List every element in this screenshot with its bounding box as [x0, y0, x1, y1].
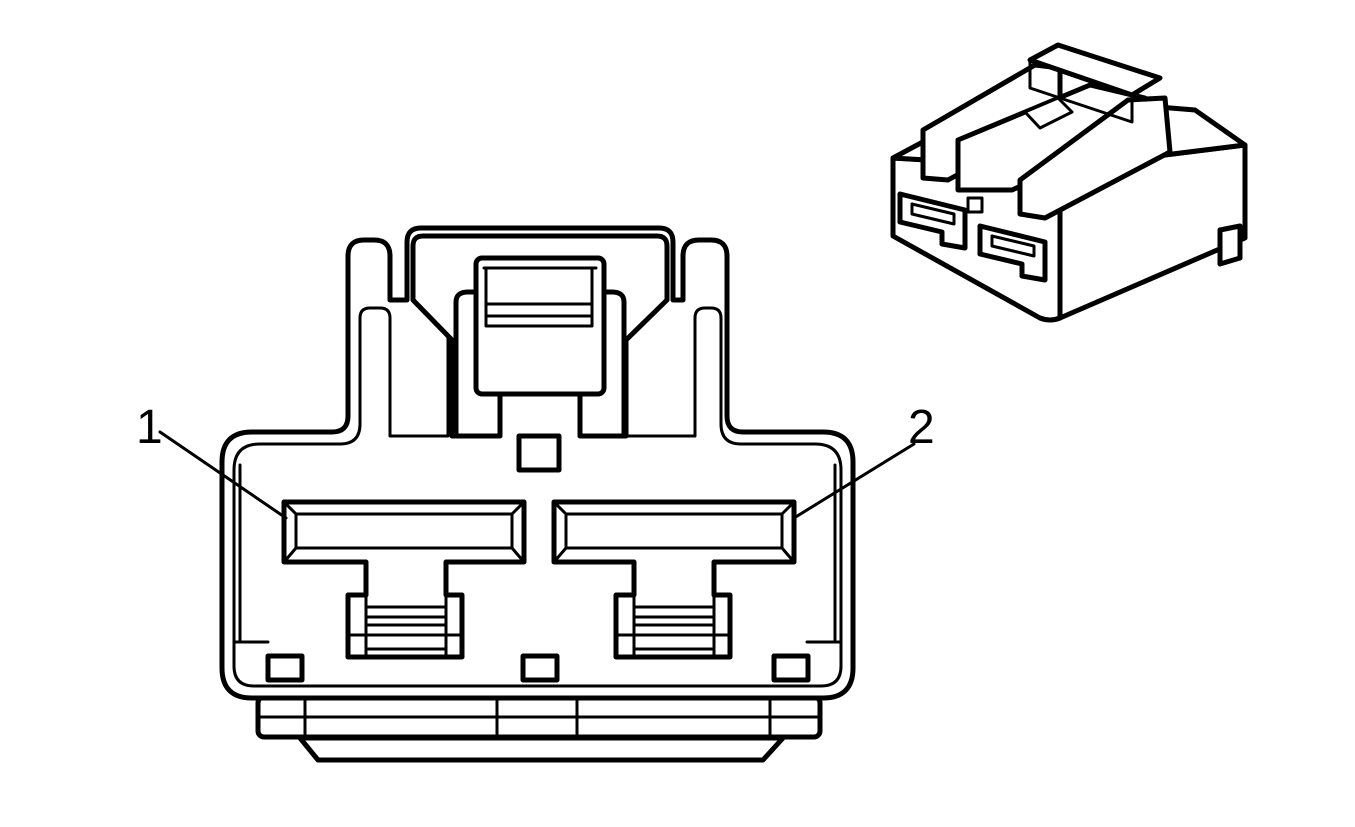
terminal-cavity-2 — [551, 499, 797, 660]
callout-leader-2 — [792, 442, 916, 520]
connector-body-inner — [232, 290, 843, 688]
connector-bottom-skirt — [297, 735, 786, 763]
indicator-window-bottom-right — [771, 653, 811, 683]
callout-label-1: 1 — [136, 401, 163, 454]
terminal-cavity-1 — [281, 499, 527, 660]
indicator-window-bottom-center — [520, 653, 560, 683]
callout-leader-1 — [158, 430, 288, 520]
callout-label-2: 2 — [908, 401, 935, 454]
connector-face-view: 1 2 — [136, 225, 935, 763]
connector-isometric-view — [890, 42, 1248, 323]
indicator-window-bottom-left — [265, 653, 305, 683]
indicator-window-top — [516, 433, 562, 473]
